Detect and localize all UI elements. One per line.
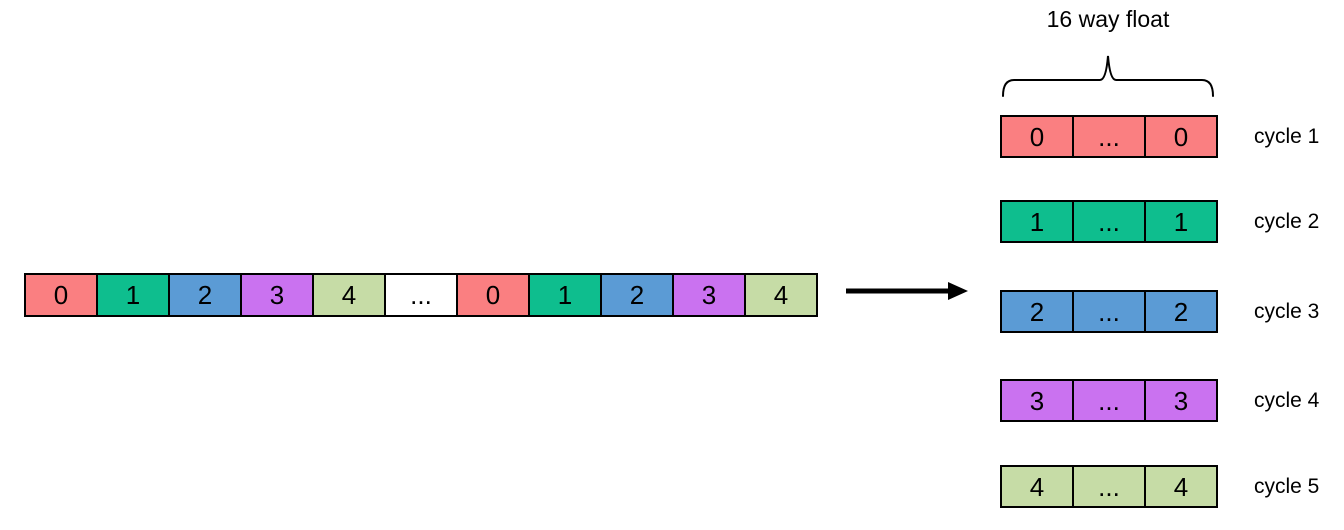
array-cell: 1	[528, 273, 602, 317]
array-cell: 3	[672, 273, 746, 317]
array-cell: 0	[24, 273, 98, 317]
vector-cell: 3	[1000, 379, 1074, 422]
simd-width-label: 16 way float	[1046, 6, 1170, 32]
vector-ellipsis-cell: ...	[1072, 465, 1146, 508]
cycle-label: cycle 1	[1254, 124, 1320, 148]
array-ellipsis-cell: ...	[384, 273, 458, 317]
vector-cell: 1	[1144, 200, 1218, 243]
vector-cell: 2	[1144, 290, 1218, 333]
vector-cell: 4	[1144, 465, 1218, 508]
vector-register: 0 ... 0	[1000, 115, 1218, 158]
vector-cell: 3	[1144, 379, 1218, 422]
cycle-row: 0 ... 0 cycle 1	[1000, 115, 1319, 158]
cycle-row: 3 ... 3 cycle 4	[1000, 379, 1319, 422]
vector-ellipsis-cell: ...	[1072, 115, 1146, 158]
cycle-label: cycle 4	[1254, 388, 1320, 412]
cycle-row: 2 ... 2 cycle 3	[1000, 290, 1319, 333]
cycle-label: cycle 2	[1254, 209, 1320, 233]
vector-ellipsis-cell: ...	[1072, 290, 1146, 333]
brace-icon	[1002, 55, 1214, 97]
cycle-label: cycle 3	[1254, 299, 1320, 323]
array-cell: 3	[240, 273, 314, 317]
vector-ellipsis-cell: ...	[1072, 200, 1146, 243]
array-cell: 0	[456, 273, 530, 317]
vector-register: 2 ... 2	[1000, 290, 1218, 333]
cycle-label: cycle 5	[1254, 474, 1320, 498]
cycle-row: 4 ... 4 cycle 5	[1000, 465, 1319, 508]
vector-ellipsis-cell: ...	[1072, 379, 1146, 422]
array-cell: 2	[600, 273, 674, 317]
vector-cell: 0	[1000, 115, 1074, 158]
vector-register: 1 ... 1	[1000, 200, 1218, 243]
vector-cell: 4	[1000, 465, 1074, 508]
vector-cell: 2	[1000, 290, 1074, 333]
vector-cell: 1	[1000, 200, 1074, 243]
array-cell: 4	[744, 273, 818, 317]
cycle-row: 1 ... 1 cycle 2	[1000, 200, 1319, 243]
array-cell: 2	[168, 273, 242, 317]
array-cell: 1	[96, 273, 170, 317]
vector-register: 3 ... 3	[1000, 379, 1218, 422]
vector-register: 4 ... 4	[1000, 465, 1218, 508]
source-array: 0 1 2 3 4 ... 0 1 2 3 4	[24, 273, 818, 317]
array-cell: 4	[312, 273, 386, 317]
vector-cell: 0	[1144, 115, 1218, 158]
arrow-right-icon	[846, 282, 968, 300]
